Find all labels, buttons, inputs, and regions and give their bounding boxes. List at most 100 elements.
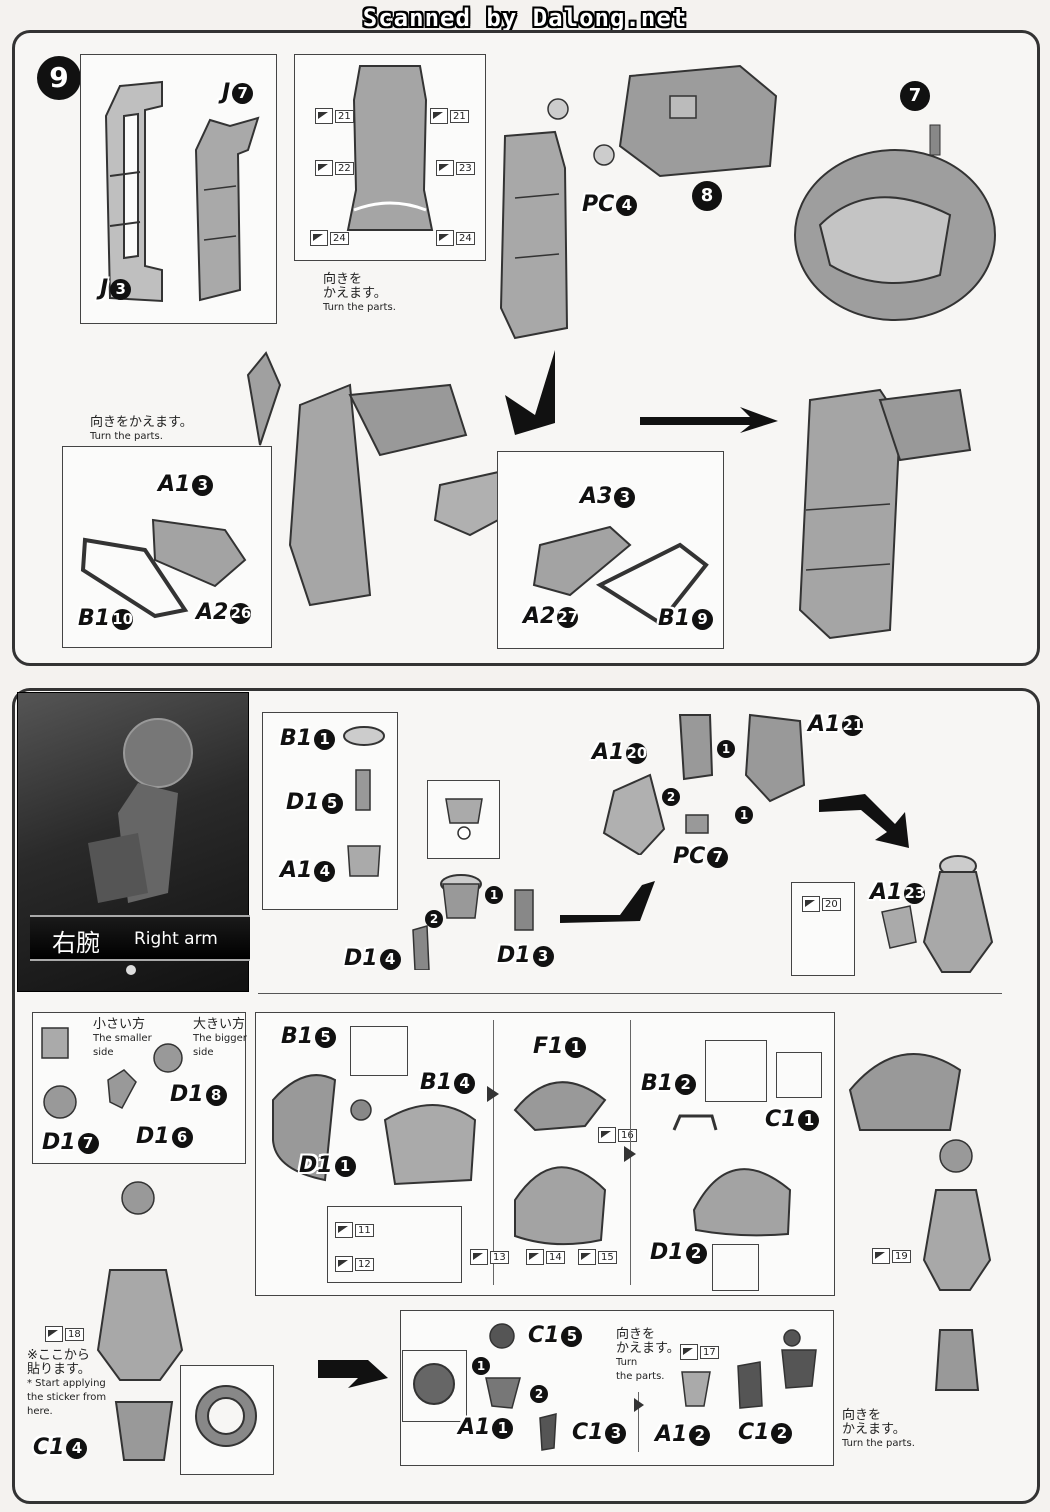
turn-note-en: Turn the parts. (842, 1438, 915, 1449)
sticker-16: 16 (598, 1127, 637, 1143)
label-a123-text: A1 (870, 880, 903, 905)
label-d16-num: 6 (171, 1126, 193, 1148)
shoulder-armor-parts-drawing (272, 1074, 477, 1186)
sticker-22: 22 (315, 160, 354, 176)
right-arm-photo-silhouette (88, 718, 193, 903)
sticker-11-12-frame (327, 1206, 462, 1283)
label-c15-num: 5 (561, 1325, 583, 1347)
label-d18-num: 8 (205, 1084, 227, 1106)
label-a227-text: A2 (523, 604, 556, 629)
sticker-14: 14 (526, 1249, 565, 1265)
label-a226-num: 26 (230, 602, 252, 624)
step-number-badge: 9 (37, 56, 81, 100)
sticker-number: 14 (546, 1250, 565, 1264)
shoulder-armor-f1-drawing (513, 1081, 607, 1246)
shoulder-left-parts-drawing (80, 518, 247, 619)
label-a120-text: A1 (592, 740, 625, 765)
sticker-icon (598, 1127, 616, 1143)
label-c15-text: C1 (528, 1323, 560, 1348)
sticker-start-jp-2: 貼ります。 (27, 1362, 91, 1377)
sequence-badge-4: 2 (662, 788, 680, 806)
label-b110-num: 10 (112, 608, 134, 630)
label-a12-text: A1 (655, 1422, 688, 1447)
sticker-icon (315, 160, 333, 176)
sticker-24-right: 24 (436, 230, 475, 246)
sticker-13: 13 (470, 1249, 509, 1265)
label-c14-text: C1 (33, 1435, 65, 1460)
label-b19-text: B1 (658, 606, 691, 631)
head-assembly-drawing (794, 124, 996, 321)
label-a13-num: 3 (192, 474, 214, 496)
label-a12-num: 2 (689, 1424, 711, 1446)
hand-step-divider (638, 1392, 639, 1452)
sticker-icon (45, 1326, 63, 1342)
arrow-up-right-icon (560, 881, 655, 923)
arrow-right-icon (640, 407, 778, 433)
sticker-icon (436, 230, 454, 246)
sequence-badge-1: 1 (485, 886, 503, 904)
c11-detail-frame (776, 1052, 822, 1098)
label-j7-text: J (222, 80, 231, 105)
upper-arm-complete-drawing (881, 855, 994, 973)
sticker-17: 17 (680, 1344, 719, 1360)
title-bullet-icon (126, 965, 136, 975)
sticker-icon (680, 1344, 698, 1360)
assembly-badge-8: 8 (692, 181, 722, 211)
sticker-15: 15 (578, 1249, 617, 1265)
size-note-bigger-jp: 大きい方 (193, 1017, 246, 1032)
label-b15-text: B1 (281, 1024, 314, 1049)
shoulder-assembly-final-drawing (848, 1053, 992, 1391)
label-b11-num: 1 (314, 728, 336, 750)
label-c11-text: C1 (765, 1107, 797, 1132)
sticker-number: 11 (355, 1223, 374, 1237)
label-d13-text: D1 (497, 943, 531, 968)
label-c13-text: C1 (572, 1420, 604, 1445)
sticker-start-en-1: * Start applying (27, 1378, 106, 1389)
sticker-start-jp-1: ※ここから (27, 1348, 90, 1363)
label-j7-num: 7 (232, 82, 254, 104)
assembly-badge-7: 7 (900, 81, 930, 111)
sticker-12: 12 (335, 1256, 374, 1272)
label-c12-text: C1 (738, 1420, 770, 1445)
turn-note-en-1: Turn (616, 1357, 638, 1368)
sticker-icon (526, 1249, 544, 1265)
sticker-start-en-3: here. (27, 1406, 53, 1417)
section-title-jp: 右腕 (52, 929, 100, 957)
sticker-number: 12 (355, 1257, 374, 1271)
label-a14-text: A1 (280, 858, 313, 883)
j7-part-drawing (194, 116, 260, 302)
turn-note-jp-1: 向きを (616, 1327, 656, 1342)
size-note-smaller-jp: 小さい方 (93, 1017, 146, 1032)
sticker-number: 17 (700, 1345, 719, 1359)
wrist-detail-drawing (413, 1363, 455, 1405)
label-pc7-num: 7 (707, 846, 729, 868)
sticker-icon (436, 160, 454, 176)
sticker-number: 21 (335, 109, 354, 123)
turn-note-en-2: the parts. (616, 1371, 665, 1382)
sticker-18: 18 (45, 1326, 84, 1342)
sticker-19: 19 (872, 1248, 911, 1264)
sticker-number: 15 (598, 1250, 617, 1264)
sticker-11: 11 (335, 1222, 374, 1238)
sticker-21-right: 21 (430, 108, 469, 124)
sequence-badge-3: 1 (717, 740, 735, 758)
right-arm-photo: 右腕 Right arm (17, 692, 250, 992)
label-f11-num: 1 (565, 1036, 587, 1058)
hand-parts-drawing (485, 1323, 557, 1451)
sticker-icon (335, 1256, 353, 1272)
sticker-number: 24 (456, 231, 475, 245)
